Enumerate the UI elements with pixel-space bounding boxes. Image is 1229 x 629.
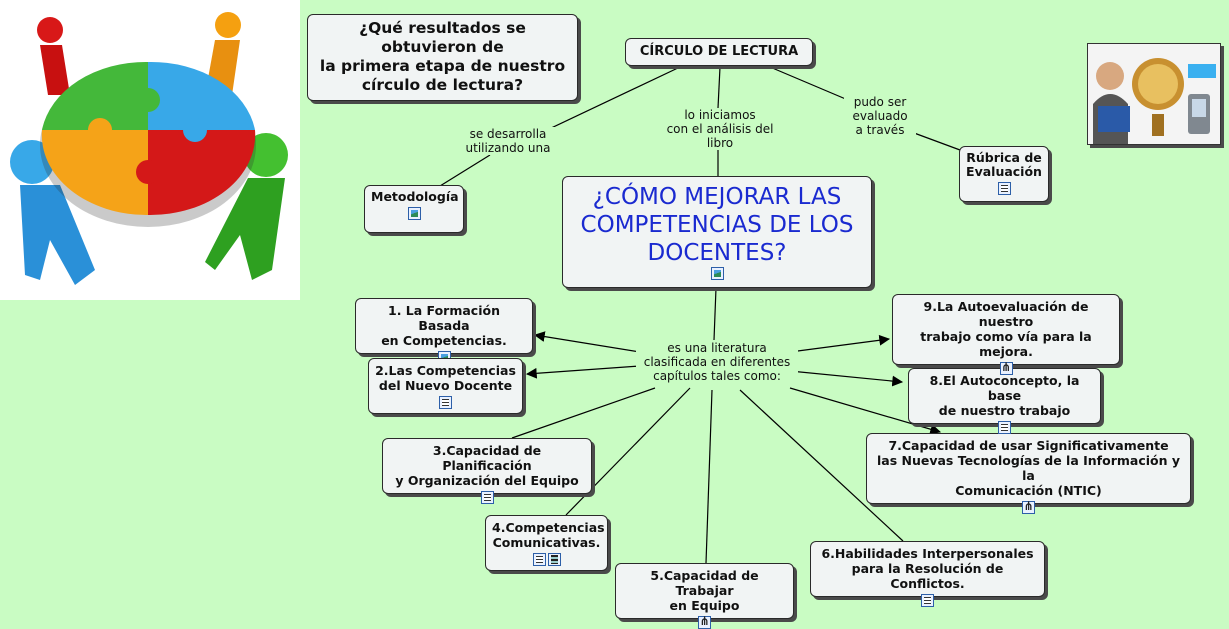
methodology-node[interactable]: Metodología <box>364 185 464 233</box>
label-started: lo iniciamos con el análisis del libro <box>658 108 782 150</box>
link-title-started <box>718 67 720 108</box>
reading-circle-node[interactable]: CÍRCULO DE LECTURA <box>625 38 813 66</box>
chapter-2-label: 2.Las Competencias del Nuevo Docente <box>375 363 516 393</box>
chapter-8-label: 8.El Autoconcepto, la base de nuestro tr… <box>915 373 1094 418</box>
chapter-node-9[interactable]: 9.La Autoevaluación de nuestro trabajo c… <box>892 294 1120 365</box>
link-central-classified <box>714 288 716 340</box>
central-topic-node[interactable]: ¿CÓMO MEJORAR LAS COMPETENCIAS DE LOS DO… <box>562 176 872 288</box>
chapter-node-7[interactable]: 7.Capacidad de usar Significativamente l… <box>866 433 1191 504</box>
central-topic-text: ¿CÓMO MEJORAR LAS COMPETENCIAS DE LOS DO… <box>571 183 863 267</box>
question-node[interactable]: ¿Qué resultados se obtuvieron de la prim… <box>307 14 578 101</box>
technology-collage-image <box>1087 43 1221 145</box>
document-icon[interactable] <box>921 594 934 607</box>
label-develop: se desarrolla utilizando una <box>458 127 558 155</box>
chapter-node-1[interactable]: 1. La Formación Basada en Competencias. <box>355 298 533 354</box>
chapter-node-6[interactable]: 6.Habilidades Interpersonales para la Re… <box>810 541 1045 597</box>
chapter-5-label: 5.Capacidad de Trabajar en Equipo <box>622 568 787 613</box>
chapter-4-label: 4.Competencias Comunicativas. <box>492 520 601 550</box>
link-to-c3 <box>512 388 655 438</box>
document-icon[interactable] <box>439 396 452 409</box>
chapter-node-3[interactable]: 3.Capacidad de Planificación y Organizac… <box>382 438 592 494</box>
link-to-c5 <box>706 390 712 563</box>
link-to-c8 <box>790 371 902 382</box>
document-icon[interactable] <box>481 491 494 504</box>
document-icon[interactable] <box>998 421 1011 434</box>
chapter-1-label: 1. La Formación Basada en Competencias. <box>362 303 526 348</box>
chapter-node-4[interactable]: 4.Competencias Comunicativas. <box>485 515 608 571</box>
document-icon[interactable] <box>533 553 546 566</box>
reading-circle-label: CÍRCULO DE LECTURA <box>632 44 806 60</box>
methodology-label: Metodología <box>371 190 457 204</box>
image-icon[interactable] <box>408 207 421 220</box>
link-to-c9 <box>790 339 889 352</box>
video-icon[interactable] <box>548 553 561 566</box>
link-to-c2 <box>527 366 640 374</box>
chapter-node-5[interactable]: 5.Capacidad de Trabajar en Equipo <box>615 563 794 619</box>
chapter-node-8[interactable]: 8.El Autoconcepto, la base de nuestro tr… <box>908 368 1101 424</box>
rubric-label: Rúbrica de Evaluación <box>966 151 1042 179</box>
concept-map-icon[interactable] <box>1022 501 1035 514</box>
chapter-3-label: 3.Capacidad de Planificación y Organizac… <box>389 443 585 488</box>
question-text: ¿Qué resultados se obtuvieron de la prim… <box>314 19 571 95</box>
chapter-6-label: 6.Habilidades Interpersonales para la Re… <box>817 546 1038 591</box>
teamwork-puzzle-image <box>0 0 300 300</box>
document-icon[interactable] <box>998 182 1011 195</box>
label-classified: es una literatura clasificada en diferen… <box>636 341 798 383</box>
figure-red <box>37 17 70 95</box>
chapter-node-2[interactable]: 2.Las Competencias del Nuevo Docente <box>368 358 523 414</box>
image-icon[interactable] <box>711 267 724 280</box>
link-to-c1 <box>535 335 640 352</box>
link-title-evaluated <box>770 67 848 100</box>
chapter-9-label: 9.La Autoevaluación de nuestro trabajo c… <box>899 299 1113 359</box>
link-develop-method <box>440 155 490 186</box>
concept-map-icon[interactable] <box>1000 362 1013 375</box>
rubric-node[interactable]: Rúbrica de Evaluación <box>959 146 1049 202</box>
label-evaluated: pudo ser evaluado a través <box>844 95 916 137</box>
chapter-7-label: 7.Capacidad de usar Significativamente l… <box>873 438 1184 498</box>
